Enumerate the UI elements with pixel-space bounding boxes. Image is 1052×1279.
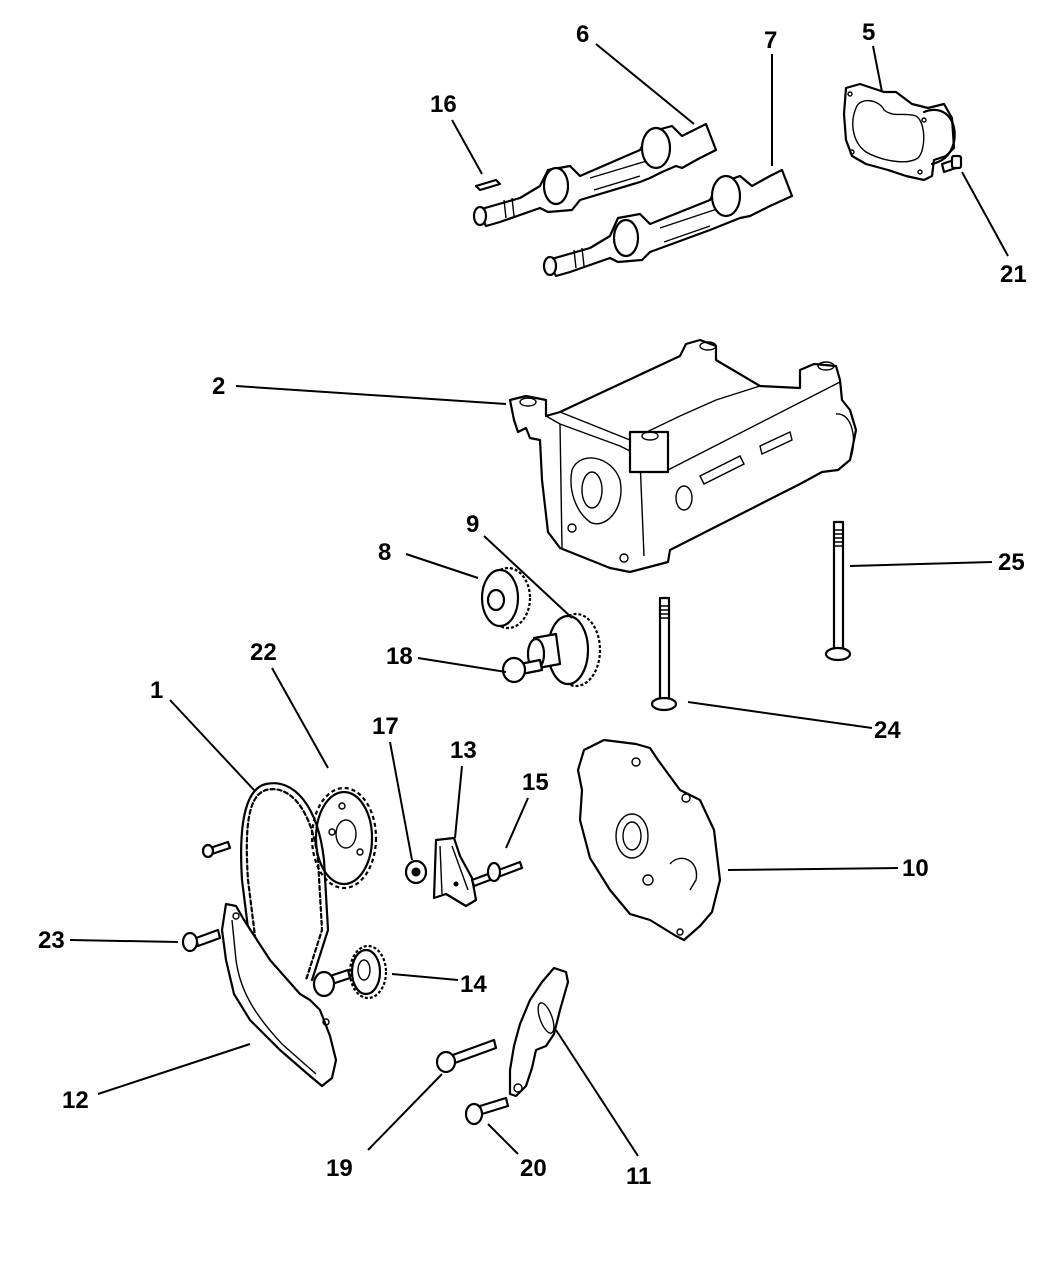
leader-23	[69, 939, 179, 943]
part-large-sprocket	[310, 786, 378, 890]
callout-5: 5	[862, 19, 875, 46]
callout-18: 18	[386, 643, 413, 670]
callout-16: 16	[430, 91, 457, 118]
callout-9: 9	[466, 511, 479, 538]
part-gear-bolt	[501, 656, 544, 684]
leader-16	[451, 119, 483, 175]
callout-11: 11	[626, 1163, 651, 1190]
callout-13: 13	[450, 737, 477, 764]
callout-22: 22	[250, 639, 277, 666]
part-guide-bolt-long	[435, 1038, 498, 1074]
leader-22	[271, 667, 329, 769]
leader-1	[169, 699, 255, 791]
callout-2: 2	[212, 373, 225, 400]
leader-10	[727, 867, 899, 871]
part-balance-shaft-housing	[508, 338, 858, 574]
leader-25	[849, 561, 993, 567]
leader-17	[389, 741, 413, 861]
leader-8	[405, 553, 479, 579]
part-tensioner-bolt	[470, 860, 524, 888]
part-nut	[404, 859, 428, 885]
leader-13	[454, 765, 463, 839]
leader-9	[483, 535, 573, 619]
leader-5	[872, 45, 883, 93]
leader-20	[487, 1123, 519, 1155]
leader-6	[595, 43, 695, 125]
callout-8: 8	[378, 539, 391, 566]
part-small-bolt	[201, 840, 232, 859]
callout-21: 21	[1000, 261, 1027, 288]
part-housing-bolt-short	[650, 596, 678, 712]
part-timing-chain	[240, 782, 330, 982]
callout-20: 20	[520, 1155, 547, 1182]
leader-15	[505, 797, 529, 849]
leader-2	[235, 385, 507, 405]
part-small-sprocket	[312, 944, 388, 1000]
callout-15: 15	[522, 769, 549, 796]
callout-labels: 1 2 5 6 7 8 9 10 11 12 13 14 15 16 17 18…	[38, 19, 1027, 1190]
part-gear-upper	[480, 566, 532, 630]
part-guide-bolt-short	[464, 1096, 510, 1126]
part-balance-shaft-upper	[472, 122, 718, 228]
callout-1: 1	[150, 677, 163, 704]
part-housing-bolt-long	[824, 520, 852, 662]
part-key	[474, 178, 502, 192]
leader-19	[367, 1073, 443, 1151]
part-chain-guide-curved	[220, 902, 338, 1088]
leader-18	[417, 657, 507, 673]
callout-23: 23	[38, 927, 65, 954]
leader-14	[391, 973, 459, 981]
callout-6: 6	[576, 21, 589, 48]
leader-lines	[69, 43, 1009, 1157]
callout-25: 25	[998, 549, 1025, 576]
callout-7: 7	[764, 27, 777, 54]
part-cover-gasket-housing	[842, 82, 956, 182]
leader-11	[555, 1029, 639, 1157]
part-chain-guide	[508, 966, 570, 1098]
callout-12: 12	[62, 1087, 89, 1114]
callout-14: 14	[460, 971, 487, 998]
callout-10: 10	[902, 855, 929, 882]
leader-21	[961, 171, 1009, 257]
callout-24: 24	[874, 717, 901, 744]
leader-12	[97, 1043, 251, 1095]
part-tensioner-bracket	[432, 836, 478, 908]
part-guide-bolt	[181, 928, 222, 953]
part-front-cover	[576, 738, 722, 942]
part-cover-bolt	[940, 154, 963, 174]
callout-17: 17	[372, 713, 399, 740]
callout-19: 19	[326, 1155, 353, 1182]
leader-24	[687, 701, 873, 729]
part-balance-shaft-lower	[542, 168, 794, 278]
part-gear-lower	[526, 612, 602, 688]
